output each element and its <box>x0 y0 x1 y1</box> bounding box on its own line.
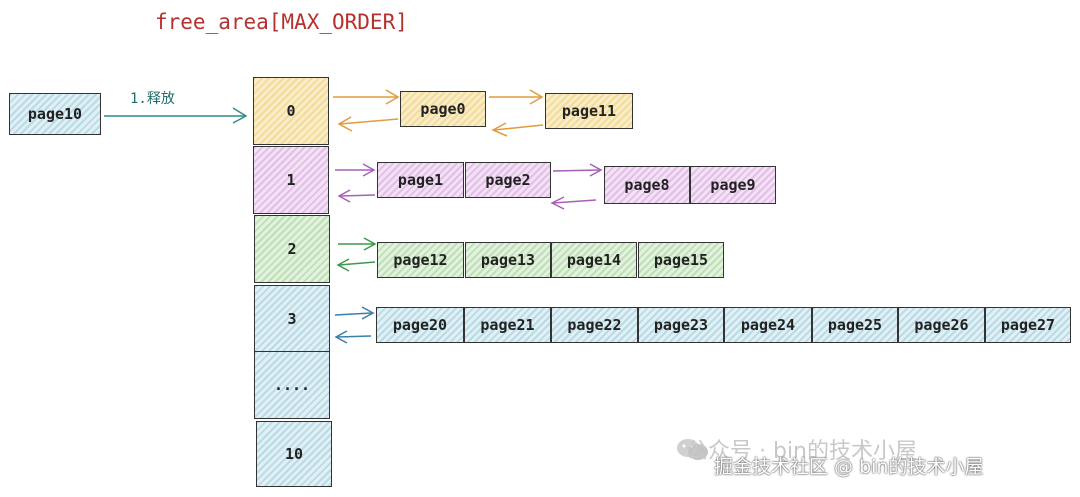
page-label: page25 <box>827 316 883 334</box>
page-label: page21 <box>480 316 535 334</box>
page-box: page21 <box>464 307 551 343</box>
page-box: page1 <box>377 162 464 198</box>
incoming-page-box: page10 <box>9 93 101 135</box>
page-box: page24 <box>724 307 812 343</box>
page-label: page2 <box>485 171 531 189</box>
order-cell-1: 1 <box>253 146 329 214</box>
page-label: page14 <box>566 251 622 269</box>
watermark-line1: 公众号 · bin的技术小屋 <box>686 439 918 464</box>
page-label: page26 <box>914 316 969 334</box>
page-box: page23 <box>638 307 724 343</box>
page-label: page1 <box>397 171 444 189</box>
order0-arrows <box>333 89 544 137</box>
page-label: page15 <box>653 251 709 269</box>
order-cell-3: 3 <box>254 285 330 353</box>
diagram-title: free_area[MAX_ORDER] <box>155 10 408 34</box>
incoming-page-label: page10 <box>27 105 83 123</box>
page-label: page13 <box>480 251 536 269</box>
page-label: page22 <box>567 316 622 334</box>
order-label: 0 <box>286 102 296 120</box>
page-label: page27 <box>1000 316 1056 334</box>
page-box: page20 <box>376 307 464 343</box>
page-label: page12 <box>393 251 448 269</box>
page-box: page14 <box>551 242 637 278</box>
page-box: page2 <box>465 162 551 198</box>
order-cell-ellipsis: .... <box>254 351 330 419</box>
page-label: page23 <box>653 316 709 334</box>
page-box: page26 <box>898 307 985 343</box>
page-box: page27 <box>985 307 1071 343</box>
page-label: page8 <box>624 176 670 194</box>
page-box: page13 <box>465 242 551 278</box>
page-box: page15 <box>638 242 724 278</box>
page-box: page12 <box>377 242 464 278</box>
order-cell-2: 2 <box>254 215 330 283</box>
order3-arrows <box>334 306 375 344</box>
order-cell-0: 0 <box>253 77 329 145</box>
page-label: page20 <box>392 316 448 334</box>
release-arrow <box>104 107 248 124</box>
order2-arrows <box>336 237 377 272</box>
page-box: page0 <box>400 91 486 127</box>
page-box: page25 <box>812 307 898 343</box>
order-label: 1 <box>286 171 296 189</box>
page-box: page11 <box>545 93 633 129</box>
release-label: 1.释放 <box>130 91 175 107</box>
page-label: page11 <box>561 102 617 120</box>
watermark-line2: 掘金技术社区 @ bin的技术小屋 <box>714 456 984 478</box>
order-label: 3 <box>287 310 297 328</box>
wechat-icon <box>677 439 708 460</box>
order-label: 10 <box>284 445 304 463</box>
order-label: 2 <box>287 240 297 258</box>
page-label: page24 <box>740 316 796 334</box>
page-box: page22 <box>551 307 638 343</box>
page-box: page9 <box>690 166 776 204</box>
order1-arrows <box>335 163 603 210</box>
page-box: page8 <box>604 166 690 204</box>
order-label: .... <box>273 376 311 394</box>
page-label: page0 <box>420 100 466 118</box>
page-label: page9 <box>710 176 756 194</box>
order-cell-10: 10 <box>256 421 332 487</box>
